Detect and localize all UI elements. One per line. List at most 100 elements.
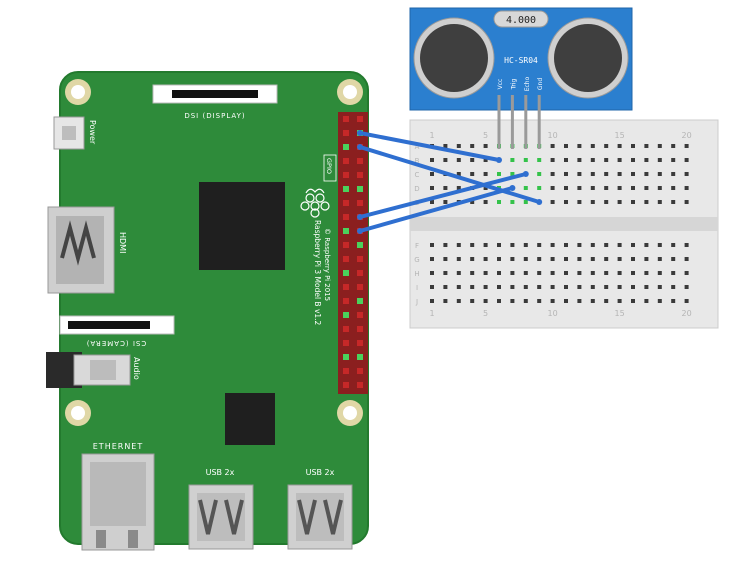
transducer-right bbox=[547, 17, 629, 99]
power-label: Power bbox=[88, 120, 97, 145]
breadboard-hole bbox=[564, 172, 568, 176]
breadboard-hole bbox=[590, 186, 595, 190]
breadboard-hole bbox=[483, 257, 488, 261]
breadboard-hole bbox=[497, 200, 501, 204]
sensor-pin-label: Gnd bbox=[537, 78, 544, 90]
gpio-pin bbox=[357, 116, 363, 122]
breadboard-hole bbox=[443, 158, 448, 162]
breadboard-hole bbox=[644, 186, 649, 190]
breadboard-hole bbox=[657, 257, 662, 261]
breadboard-hole bbox=[644, 257, 649, 261]
breadboard-hole bbox=[577, 271, 582, 275]
breadboard-hole bbox=[550, 200, 555, 204]
breadboard-hole bbox=[523, 257, 528, 261]
column-number: 15 bbox=[615, 309, 625, 318]
breadboard-hole bbox=[510, 299, 515, 303]
breadboard-hole bbox=[617, 158, 622, 162]
breadboard-hole bbox=[470, 299, 475, 303]
breadboard-hole bbox=[443, 186, 448, 190]
row-letter: I bbox=[416, 284, 418, 292]
breadboard-hole bbox=[456, 186, 461, 190]
gpio-pin bbox=[357, 242, 363, 248]
breadboard-hole bbox=[631, 257, 635, 261]
breadboard-hole bbox=[430, 257, 434, 261]
gpio-pin bbox=[343, 242, 349, 248]
raspberry-logo-icon bbox=[300, 188, 330, 218]
breadboard-hole bbox=[644, 144, 649, 148]
breadboard-hole bbox=[523, 285, 528, 289]
breadboard-hole bbox=[671, 158, 676, 162]
breadboard-hole bbox=[671, 271, 676, 275]
row-letter: C bbox=[415, 171, 420, 179]
gpio-pin bbox=[357, 172, 363, 178]
breadboard-hole bbox=[537, 257, 542, 261]
breadboard-hole bbox=[537, 158, 542, 162]
breadboard-hole bbox=[510, 158, 515, 162]
breadboard-hole bbox=[523, 243, 528, 247]
breadboard-hole bbox=[456, 172, 461, 176]
gpio-pin bbox=[357, 354, 363, 360]
ethernet-label: ETHERNET bbox=[93, 442, 144, 451]
gpio-pin bbox=[343, 382, 349, 388]
breadboard-hole bbox=[684, 158, 689, 162]
breadboard-hole bbox=[577, 186, 582, 190]
crystal-oscillator: 4.000 bbox=[493, 10, 549, 28]
gpio-pin bbox=[343, 144, 349, 150]
breadboard-hole bbox=[564, 158, 568, 162]
breadboard-hole bbox=[483, 271, 488, 275]
breadboard-hole bbox=[617, 299, 622, 303]
breadboard-hole bbox=[657, 243, 662, 247]
breadboard-hole bbox=[564, 186, 568, 190]
jumper-wires bbox=[357, 130, 543, 234]
breadboard-hole bbox=[644, 172, 649, 176]
breadboard-hole bbox=[497, 257, 501, 261]
breadboard-hole bbox=[604, 186, 609, 190]
breadboard-hole bbox=[497, 285, 501, 289]
breadboard-hole bbox=[617, 285, 622, 289]
breadboard-hole bbox=[617, 144, 622, 148]
breadboard-hole bbox=[443, 144, 448, 148]
breadboard-hole bbox=[470, 144, 475, 148]
breadboard-hole bbox=[510, 200, 515, 204]
breadboard-hole bbox=[577, 158, 582, 162]
row-letter: G bbox=[414, 256, 419, 264]
breadboard-hole bbox=[577, 172, 582, 176]
breadboard-hole bbox=[483, 158, 488, 162]
gpio-pin bbox=[343, 326, 349, 332]
copyright-label: © Raspberry Pi 2015 bbox=[323, 228, 331, 301]
gpio-pin bbox=[357, 368, 363, 374]
breadboard-hole bbox=[456, 144, 461, 148]
breadboard-hole bbox=[604, 158, 609, 162]
usb-controller-chip bbox=[225, 393, 275, 445]
breadboard-hole bbox=[483, 144, 488, 148]
breadboard-hole bbox=[604, 271, 609, 275]
breadboard-hole bbox=[483, 200, 488, 204]
breadboard-hole bbox=[657, 186, 662, 190]
usb1-label: USB 2x bbox=[206, 468, 235, 477]
breadboard-hole bbox=[590, 271, 595, 275]
breadboard-hole bbox=[590, 200, 595, 204]
breadboard-hole bbox=[684, 257, 689, 261]
gpio-pin bbox=[357, 256, 363, 262]
wire-end bbox=[357, 214, 363, 220]
breadboard-hole bbox=[564, 299, 568, 303]
breadboard-hole bbox=[550, 285, 555, 289]
gpio-pin bbox=[343, 186, 349, 192]
sensor-model-label: HC-SR04 bbox=[504, 56, 538, 65]
breadboard-hole bbox=[483, 285, 488, 289]
breadboard-hole bbox=[470, 257, 475, 261]
breadboard-hole bbox=[483, 243, 488, 247]
breadboard-hole bbox=[510, 285, 515, 289]
breadboard-hole bbox=[604, 299, 609, 303]
breadboard-hole bbox=[644, 243, 649, 247]
breadboard-hole bbox=[657, 200, 662, 204]
breadboard-hole bbox=[537, 172, 542, 176]
gpio-pin bbox=[343, 270, 349, 276]
breadboard-hole bbox=[604, 200, 609, 204]
breadboard-hole bbox=[430, 271, 434, 275]
sensor-pin-leg bbox=[524, 95, 528, 149]
